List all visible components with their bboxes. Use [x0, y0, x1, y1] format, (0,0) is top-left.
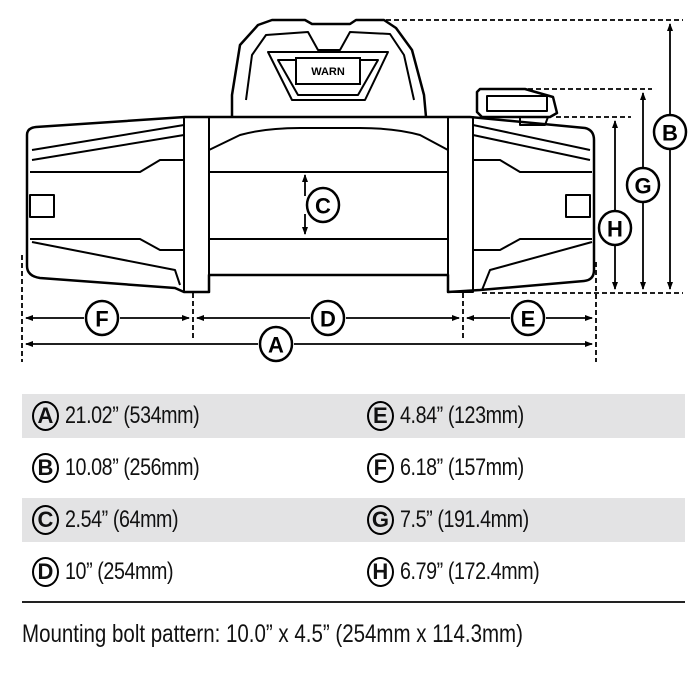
warn-logo: WARN — [311, 66, 345, 78]
letter-badge: G — [366, 505, 394, 535]
label-b: B — [652, 113, 688, 151]
svg-text:E: E — [521, 307, 536, 332]
label-g: G — [625, 166, 661, 204]
dimension-value: 4.84” (123mm) — [399, 402, 524, 429]
letter-badge: H — [366, 557, 394, 587]
winch-body — [25, 18, 596, 294]
svg-text:D: D — [320, 307, 336, 332]
winch-line-drawing: WARN B G H C F D E A — [21, 18, 688, 363]
dimension-labels: B G H C F D E A — [84, 113, 688, 363]
letter-badge: D — [32, 557, 59, 587]
label-a: A — [258, 325, 294, 363]
label-c: C — [305, 186, 341, 224]
label-e: E — [510, 299, 546, 337]
dimension-value: 10.08” (256mm) — [65, 454, 200, 481]
svg-text:A: A — [268, 333, 284, 358]
svg-text:B: B — [662, 121, 678, 146]
dimension-value: 7.5” (191.4mm) — [399, 506, 529, 533]
svg-text:F: F — [95, 307, 108, 332]
dimension-value: 21.02” (534mm) — [65, 402, 200, 429]
svg-text:H: H — [607, 217, 623, 242]
letter-badge: C — [32, 505, 59, 535]
letter-badge: B — [32, 453, 59, 483]
letter-badge: A — [32, 401, 59, 431]
dimension-value: 10” (254mm) — [65, 558, 174, 585]
label-f: F — [84, 299, 120, 337]
mounting-bolt-pattern: Mounting bolt pattern: 10.0” x 4.5” (254… — [22, 620, 523, 648]
letter-badge: E — [366, 401, 394, 431]
dimension-value: 2.54” (64mm) — [65, 506, 179, 533]
extension-lines — [21, 19, 683, 362]
divider — [22, 601, 685, 603]
dimension-value: 6.79” (172.4mm) — [399, 558, 540, 585]
dimension-value: 6.18” (157mm) — [399, 454, 524, 481]
svg-text:G: G — [634, 174, 651, 199]
dimension-arrows — [25, 23, 673, 347]
label-d: D — [310, 299, 346, 337]
label-h: H — [597, 209, 633, 247]
logo-badge: WARN — [295, 57, 361, 85]
svg-text:C: C — [315, 194, 331, 219]
letter-badge: F — [366, 453, 394, 483]
